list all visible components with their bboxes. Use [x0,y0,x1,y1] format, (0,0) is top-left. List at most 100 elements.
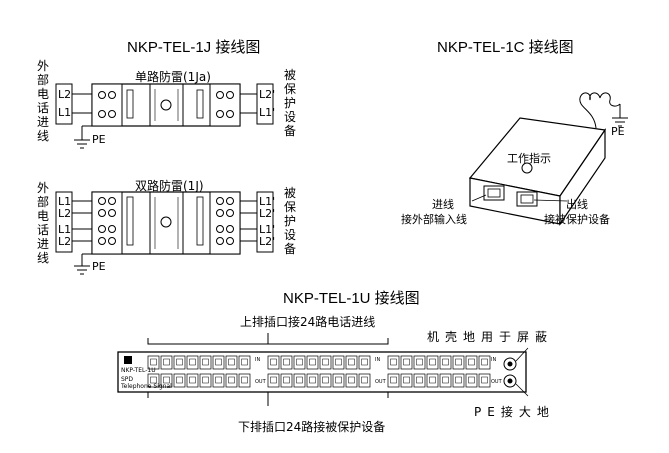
rj-jack [160,355,173,370]
rj-jack-socket [468,376,475,384]
double-right-line-1: L1' [259,195,276,208]
rj-jack-socket [429,358,436,366]
1c-out-port-label: 出线 [566,198,588,211]
rj-jack-socket [270,376,277,384]
rj-jack-socket [202,376,209,384]
1u-panel-sub1: SPD [121,376,134,383]
rj-jack-socket [241,376,248,384]
1u-port-out-2: OUT [375,379,386,385]
1u-pe-note: PE接大地 [474,405,555,419]
title-nkp-tel-1u: NKP-TEL-1U 接线图 [283,290,420,307]
rj-jack [426,355,439,370]
rj-jack [358,373,371,388]
rj-jack [345,373,358,388]
rj-jack [319,373,332,388]
double-ground-label: PE [92,260,106,273]
rj-jack [173,355,186,370]
rj-jack-socket [468,358,475,366]
rj-jack-socket [361,358,368,366]
rj-jack [332,355,345,370]
title-nkp-tel-1j: NKP-TEL-1J 接线图 [127,39,261,56]
rj-jack [426,373,439,388]
double-right-line-4: L2' [259,235,276,248]
1c-in-desc: 接外部输入线 [401,213,467,226]
rj-jack-socket [403,376,410,384]
double-caption: 双路防雷(1J) [135,179,204,193]
double-right-line-2: L2' [259,207,276,220]
single-left-label: 外部电话进线 [36,59,49,143]
rj-jack-socket [322,376,329,384]
1u-shield-note: 机壳地用于屏蔽 [427,330,554,344]
rj-jack-socket [390,358,397,366]
rj-jack [293,355,306,370]
rj-jack [465,373,478,388]
rj-jack-socket [176,376,183,384]
rj-jack-socket [403,358,410,366]
rj-jack [225,355,238,370]
rj-jack-socket [215,358,222,366]
rj-jack-socket [270,358,277,366]
rj-jack-socket [189,358,196,366]
1c-in-port-label: 进线 [432,198,454,211]
rj-jack [199,355,212,370]
rj-jack [147,355,160,370]
rj-jack-socket [283,358,290,366]
double-right-label: 被保护设备 [283,186,296,256]
rj-jack [238,355,251,370]
rj-jack-socket [228,376,235,384]
rj-jack [212,355,225,370]
rj-jack [413,373,426,388]
rj-jack [173,373,186,388]
rj-jack-socket [176,358,183,366]
single-left-line-2: L1 [58,106,72,119]
rj-jack-socket [309,376,316,384]
rj-jack [478,355,491,370]
rj-jack-socket [481,358,488,366]
rj-jack-socket [481,376,488,384]
rj-jack [358,355,371,370]
rj-jack [225,373,238,388]
double-left-line-2: L2 [58,207,72,220]
1u-port-out-1: OUT [255,379,266,385]
1u-top-note: 上排插口接24路电话进线 [240,315,376,329]
rj-jack [160,373,173,388]
rj-jack-socket [416,358,423,366]
double-left-line-3: L1 [58,223,72,236]
single-left-line-1: L2 [58,88,72,101]
rj-jack-socket [416,376,423,384]
rj-jack [439,355,452,370]
rj-jack [212,373,225,388]
rj-jack [293,373,306,388]
1c-out-desc: 接被保护设备 [544,213,610,226]
double-left-line-4: L2 [58,235,72,248]
rj-jack-socket [296,376,303,384]
rj-jack-socket [296,358,303,366]
rj-jack-socket [241,358,248,366]
rj-jack-socket [348,358,355,366]
rj-jack [478,373,491,388]
rj-jack-socket [442,376,449,384]
rj-jack-socket [189,376,196,384]
rj-jack [319,355,332,370]
rj-jack-socket [429,376,436,384]
rj-jack-socket [335,376,342,384]
1u-panel-sub2: Telephone Signal [121,383,172,390]
single-ground-label: PE [92,133,106,146]
rj-jack [186,373,199,388]
rj-jack [400,373,413,388]
rj-jack [186,355,199,370]
1u-bottom-note: 下排插口24路接被保护设备 [238,420,386,434]
rj-jack-socket [455,358,462,366]
rj-jack [147,373,160,388]
rj-jack-socket [361,376,368,384]
single-right-label: 被保护设备 [283,68,296,138]
rj-jack [280,373,293,388]
rj-jack-socket [215,376,222,384]
title-nkp-tel-1c: NKP-TEL-1C 接线图 [437,39,574,56]
rj-jack [465,355,478,370]
rj-jack [280,355,293,370]
rj-jack [413,355,426,370]
rj-jack [199,373,212,388]
rj-jack-socket [455,376,462,384]
